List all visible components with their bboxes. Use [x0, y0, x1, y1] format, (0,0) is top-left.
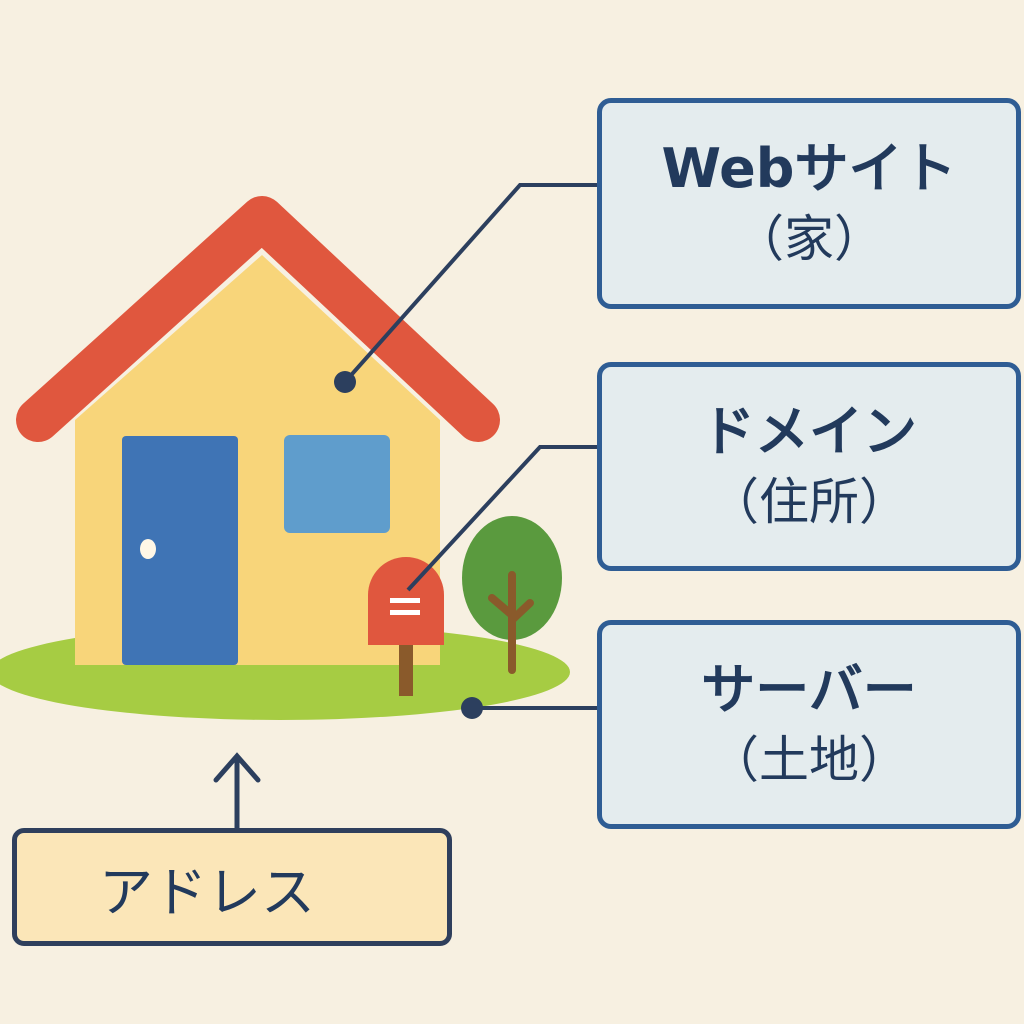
mailbox-post	[399, 640, 413, 696]
window	[284, 435, 390, 533]
label-title: Webサイト	[661, 137, 957, 201]
address-box: アドレス	[12, 828, 452, 946]
label-title: サーバー	[701, 658, 917, 722]
roof	[16, 196, 500, 442]
label-title: ドメイン	[701, 400, 917, 464]
label-server: サーバー （土地）	[597, 620, 1021, 829]
label-domain: ドメイン （住所）	[597, 362, 1021, 571]
door-knob	[140, 539, 156, 559]
label-subtitle: （住所）	[709, 473, 909, 532]
connector-lines	[213, 183, 597, 831]
tree-trunk	[488, 571, 534, 674]
label-subtitle: （家）	[734, 210, 884, 269]
label-subtitle: （土地）	[709, 731, 909, 790]
door	[122, 436, 238, 665]
label-website: Webサイト （家）	[597, 98, 1021, 309]
